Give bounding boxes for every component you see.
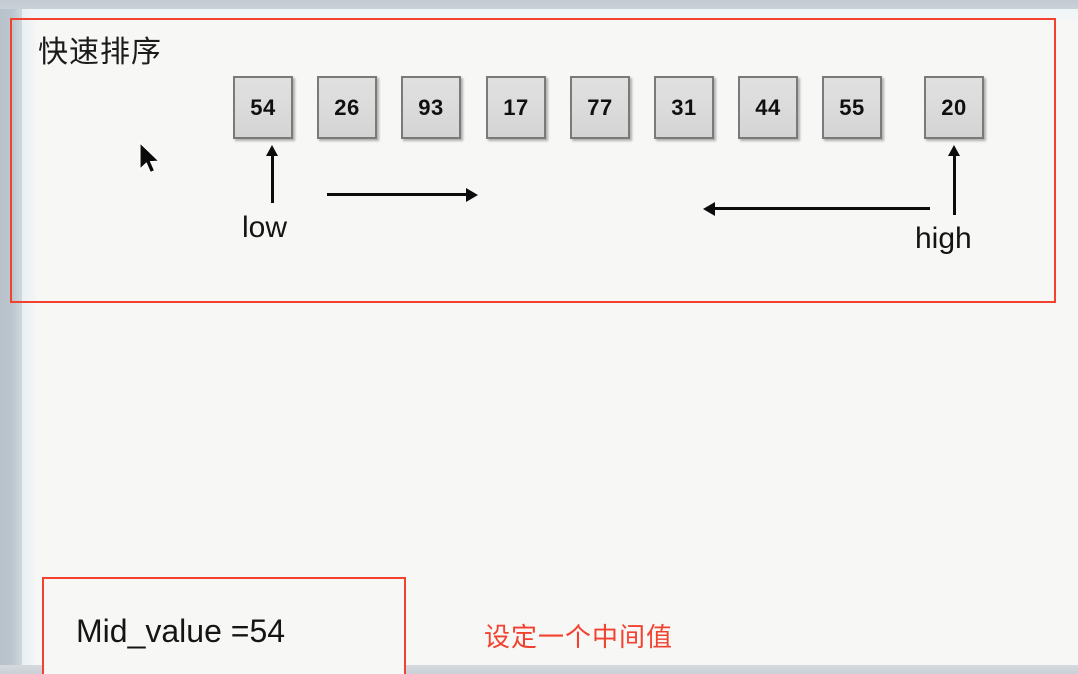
annotation-text: 设定一个中间值 (484, 622, 674, 652)
player-left-band (0, 0, 22, 674)
array-cell[interactable]: 31 (654, 76, 714, 139)
array-cell[interactable]: 20 (924, 76, 984, 139)
player-bottom-band (0, 665, 1078, 674)
array-cell[interactable]: 54 (233, 76, 293, 139)
array-cell[interactable]: 44 (738, 76, 798, 139)
array-cell-value: 44 (755, 94, 781, 120)
array-cell[interactable]: 55 (822, 76, 882, 139)
player-left-inner-band (22, 9, 36, 665)
array-cell-value: 26 (334, 94, 360, 120)
scan-left-arrow-icon (703, 201, 930, 216)
array-cell[interactable]: 17 (486, 76, 546, 139)
page-title: 快速排序 (38, 36, 162, 69)
mid-value-box (42, 577, 406, 674)
array-cell-value: 93 (418, 94, 444, 120)
array-cell-value: 17 (503, 94, 529, 120)
array-highlight-region (10, 18, 1056, 303)
array-cell-value: 20 (941, 94, 967, 120)
slide-canvas (36, 9, 1078, 665)
high-pointer-arrow-icon (948, 145, 960, 215)
array-cell[interactable]: 26 (317, 76, 377, 139)
array-cell-value: 55 (839, 94, 865, 120)
scan-right-arrow-icon (327, 187, 478, 202)
array-cell-value: 54 (250, 94, 276, 120)
high-pointer-label: high (915, 222, 972, 255)
array-cell[interactable]: 77 (570, 76, 630, 139)
low-pointer-arrow-icon (266, 145, 278, 203)
mid-value-text: Mid_value =54 (76, 613, 286, 649)
array-cell[interactable]: 93 (401, 76, 461, 139)
low-pointer-label: low (242, 211, 288, 244)
player-top-band (0, 0, 1078, 9)
array-cell-value: 77 (587, 94, 613, 120)
mouse-pointer-icon (139, 142, 161, 174)
array-cell-value: 31 (671, 94, 697, 120)
